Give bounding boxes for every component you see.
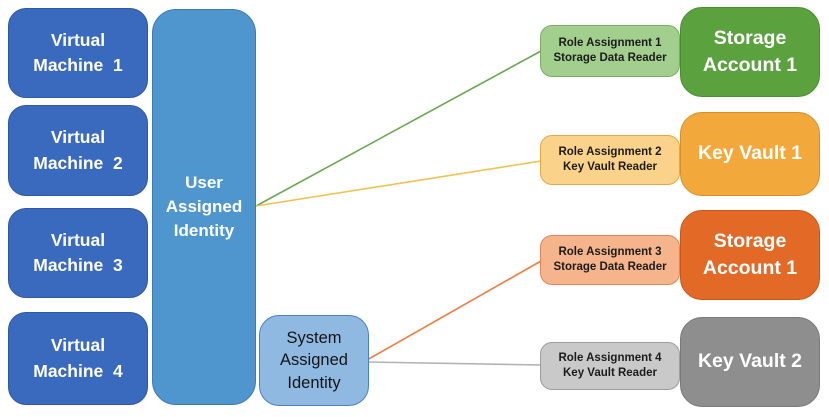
- node-virtual-machine-3: Virtual Machine 3: [8, 208, 148, 298]
- virtual-machine-4-label: Virtual Machine 4: [33, 335, 123, 381]
- role-assignment-4-label: Role Assignment 4 Key Vault Reader: [558, 352, 662, 379]
- node-key-vault-1: Key Vault 1: [680, 112, 820, 196]
- virtual-machine-2-label: Virtual Machine 2: [33, 127, 123, 173]
- node-role-assignment-3: Role Assignment 3 Storage Data Reader: [540, 235, 680, 285]
- node-virtual-machine-2: Virtual Machine 2: [8, 105, 148, 196]
- node-storage-account-1-orange: Storage Account 1: [680, 210, 820, 300]
- connector-user-to-role2: [255, 160, 542, 207]
- connector-system-to-role4: [366, 361, 542, 366]
- system-assigned-identity-label: System Assigned Identity: [280, 329, 348, 392]
- node-role-assignment-2: Role Assignment 2 Key Vault Reader: [540, 135, 680, 185]
- key-vault-2-label: Key Vault 2: [697, 350, 803, 373]
- node-virtual-machine-1: Virtual Machine 1: [8, 8, 148, 98]
- storage-account-1-green-label: Storage Account 1: [702, 26, 798, 76]
- storage-account-1-orange-label: Storage Account 1: [702, 229, 798, 279]
- connector-system-to-role3: [366, 260, 542, 361]
- node-storage-account-1-green: Storage Account 1: [680, 7, 820, 97]
- connector-user-to-role1: [255, 50, 542, 207]
- node-role-assignment-1: Role Assignment 1 Storage Data Reader: [540, 25, 680, 77]
- virtual-machine-1-label: Virtual Machine 1: [33, 29, 123, 75]
- key-vault-1-label: Key Vault 1: [697, 142, 803, 165]
- node-system-assigned-identity: System Assigned Identity: [259, 315, 369, 406]
- user-assigned-identity-label: User Assigned Identity: [165, 173, 243, 240]
- role-assignment-2-label: Role Assignment 2 Key Vault Reader: [558, 146, 662, 173]
- role-assignment-3-label: Role Assignment 3 Storage Data Reader: [553, 246, 667, 273]
- node-virtual-machine-4: Virtual Machine 4: [8, 312, 148, 405]
- node-user-assigned-identity: User Assigned Identity: [152, 9, 256, 405]
- node-key-vault-2: Key Vault 2: [680, 317, 820, 407]
- node-role-assignment-4: Role Assignment 4 Key Vault Reader: [540, 342, 680, 390]
- role-assignment-1-label: Role Assignment 1 Storage Data Reader: [553, 37, 667, 64]
- virtual-machine-3-label: Virtual Machine 3: [33, 229, 123, 275]
